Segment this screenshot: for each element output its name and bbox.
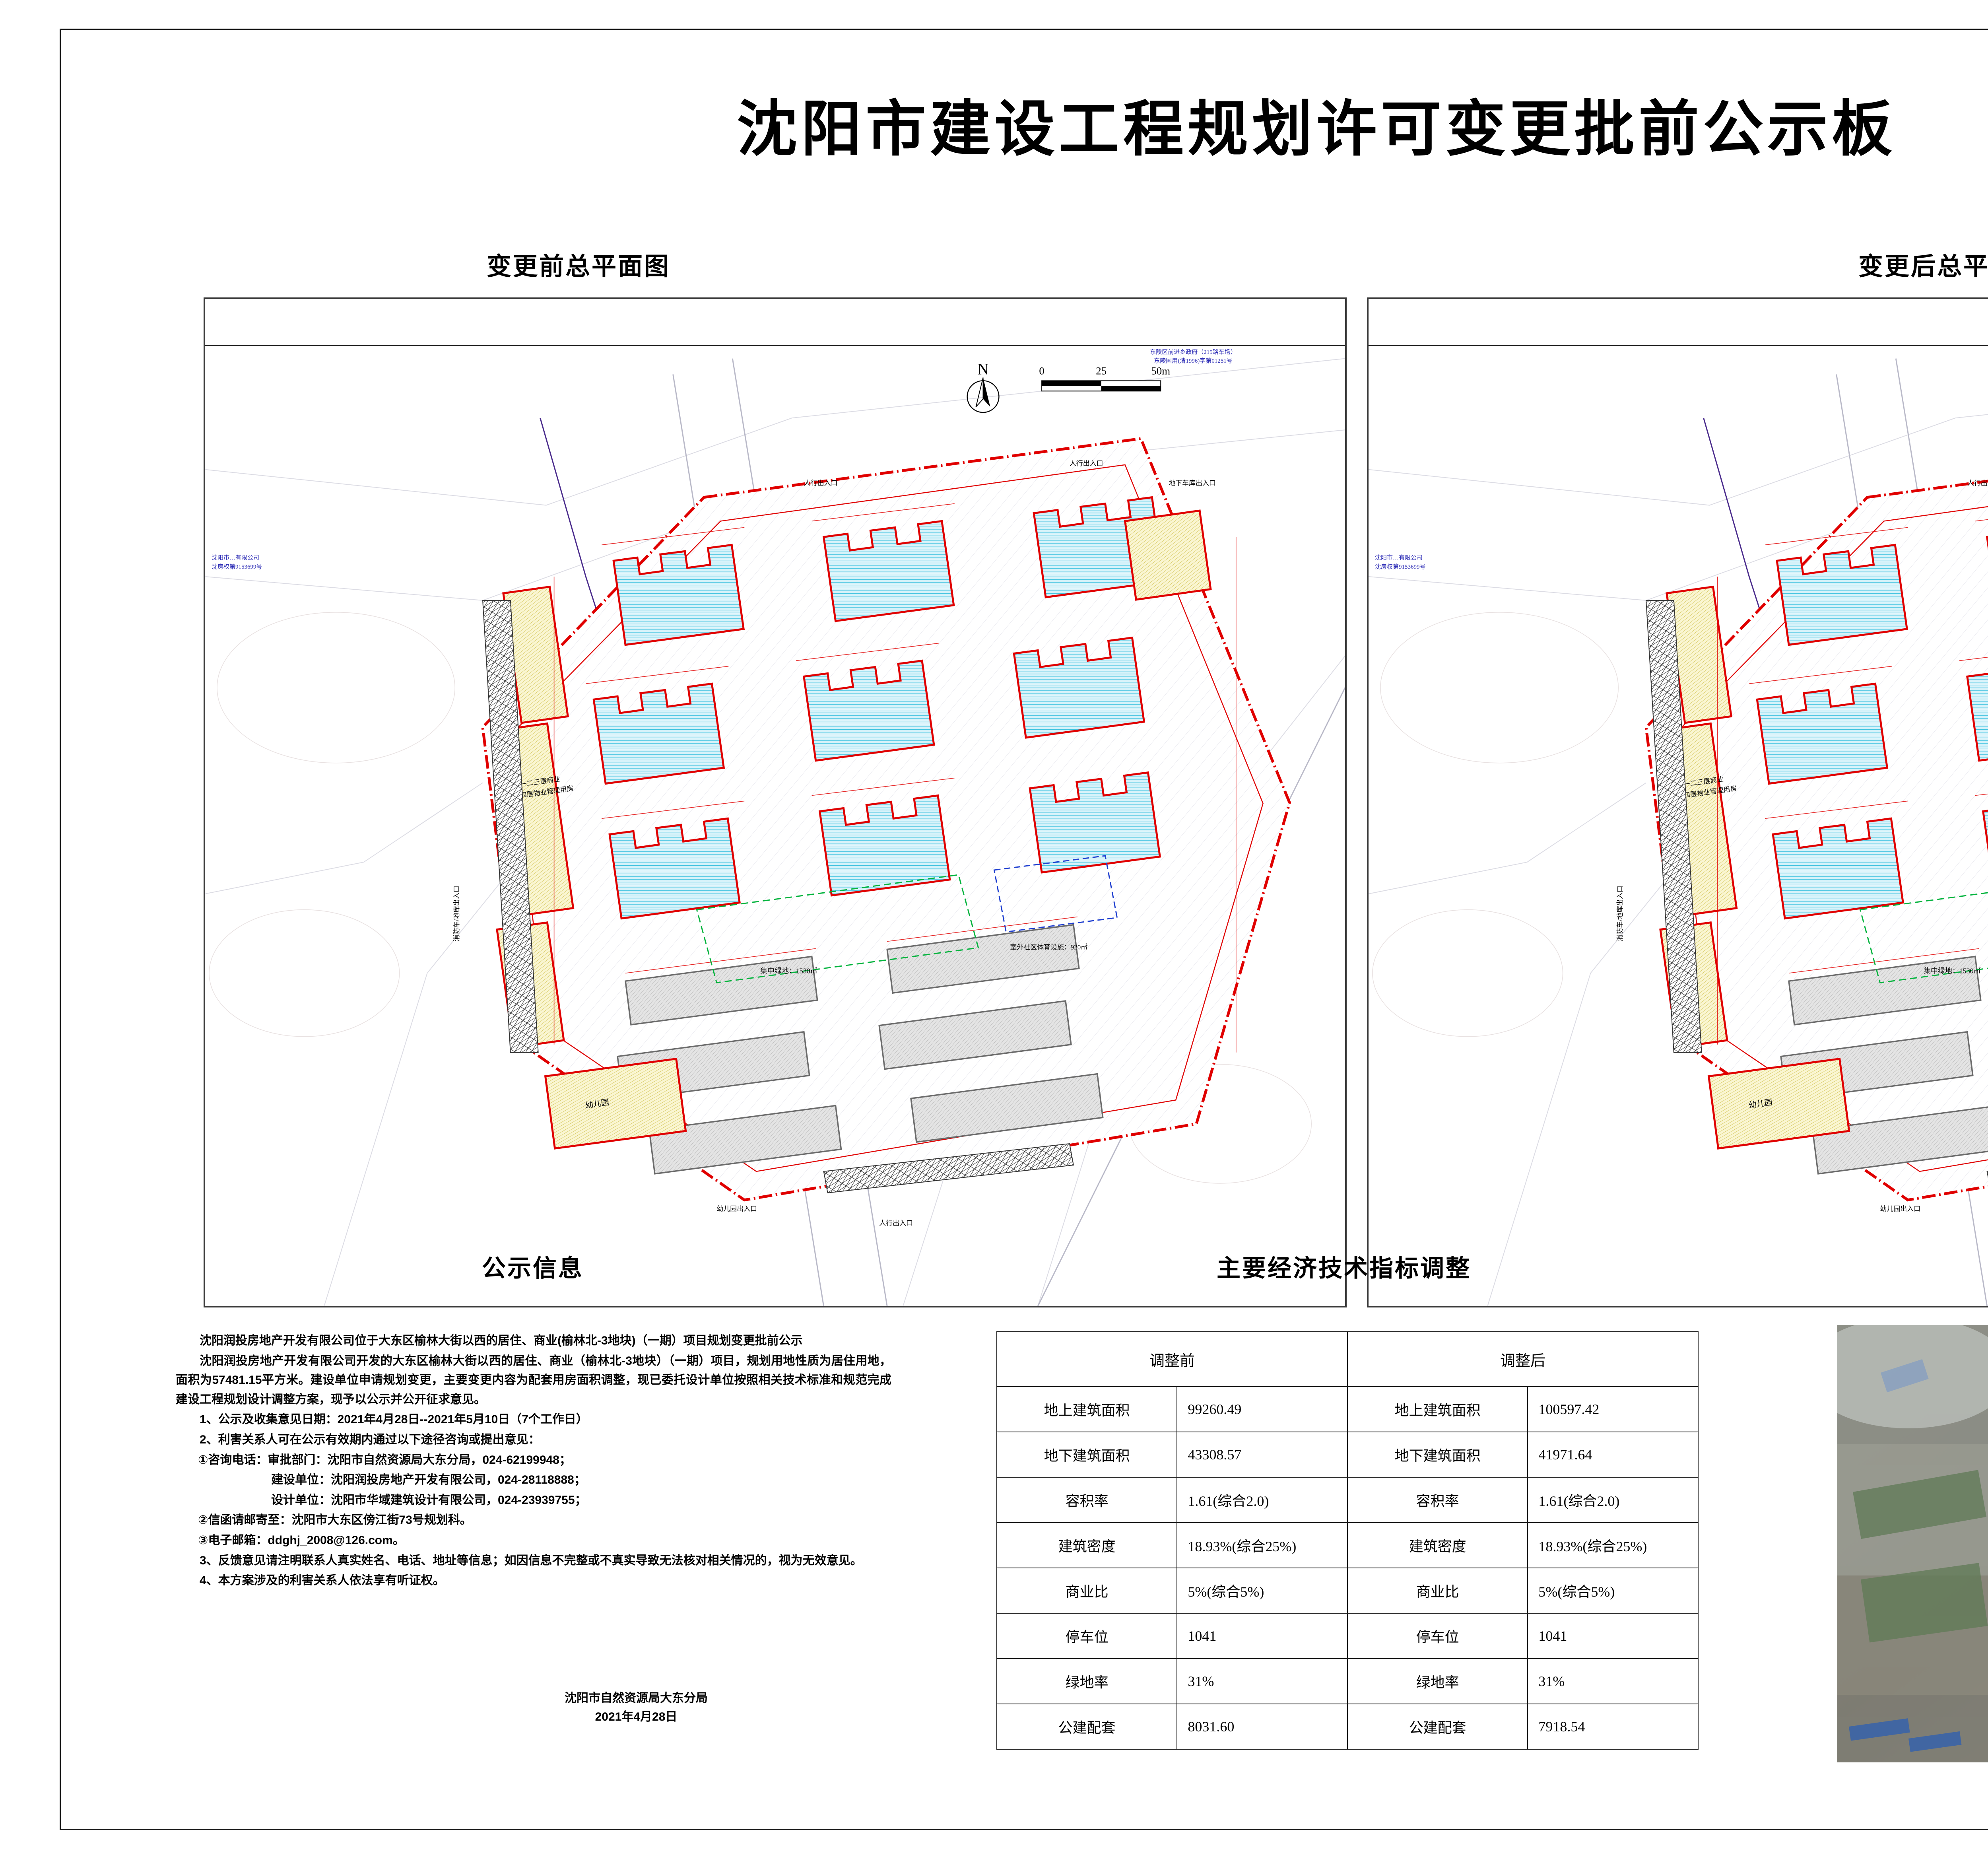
row-value-before: 1.61(综合2.0) <box>1176 1477 1348 1523</box>
table-header-row: 调整前 调整后 <box>996 1331 1699 1387</box>
row-label-before: 停车位 <box>996 1613 1178 1659</box>
plan-header-strip <box>1369 299 1988 346</box>
row-value-after: 1.61(综合2.0) <box>1527 1477 1699 1523</box>
page-title: 沈阳市建设工程规划许可变更批前公示板 <box>737 96 1896 163</box>
notice-paragraph: 3、反馈意见请注明联系人真实姓名、电话、地址等信息；如因信息不完整或不真实导致无… <box>200 1554 862 1567</box>
svg-text:人行出入口: 人行出入口 <box>804 480 838 487</box>
notice-paragraph: 建设单位：沈阳润投房地产开发有限公司，024-28118888； <box>271 1473 586 1487</box>
notice-section-heading: 公示信息 <box>482 1255 584 1282</box>
row-label-after: 绿地率 <box>1347 1658 1528 1704</box>
cad-annotation-left: 沈阳市…有限公司沈房权第9153699号 <box>212 555 262 570</box>
row-label-after: 地上建筑面积 <box>1347 1386 1528 1432</box>
svg-text:N: N <box>977 360 989 378</box>
site-plan-drawing-before: 一二三层商业 四层物业管理用房 <box>205 358 1345 1306</box>
svg-text:室外社区体育设施：920㎡: 室外社区体育设施：920㎡ <box>1010 943 1087 951</box>
signature-date: 2021年4月28日 <box>595 1710 678 1723</box>
svg-text:幼儿园出入口: 幼儿园出入口 <box>716 1205 757 1213</box>
svg-text:50m: 50m <box>1151 365 1170 377</box>
row-label-before: 地上建筑面积 <box>996 1386 1178 1432</box>
svg-text:0: 0 <box>1039 365 1044 377</box>
svg-text:消防车/地库出入口: 消防车/地库出入口 <box>1616 886 1624 941</box>
svg-text:地下车库出入口: 地下车库出入口 <box>1169 480 1216 487</box>
notice-paragraph: ①咨询电话：审批部门：沈阳市自然资源局大东分局，024-62199948； <box>198 1453 571 1467</box>
notice-paragraph: ②信函请邮寄至：沈阳市大东区傍江街73号规划科。 <box>198 1513 472 1527</box>
cad-annotation-left: 沈阳市…有限公司沈房权第9153699号 <box>1375 555 1426 570</box>
row-label-after: 地下建筑面积 <box>1347 1432 1528 1478</box>
row-label-after: 容积率 <box>1347 1477 1528 1523</box>
row-value-after: 100597.42 <box>1527 1386 1699 1432</box>
notice-paragraph: 沈阳润投房地产开发有限公司位于大东区榆林大街以西的居住、商业(榆林北-3地块)（… <box>200 1334 803 1347</box>
row-value-before: 1041 <box>1176 1613 1348 1659</box>
sheet-border <box>60 29 1988 1830</box>
row-label-before: 地下建筑面积 <box>996 1432 1178 1478</box>
svg-text:25: 25 <box>1096 365 1107 377</box>
svg-text:人行出入口: 人行出入口 <box>879 1219 913 1227</box>
signature-organization: 沈阳市自然资源局大东分局 <box>565 1692 708 1705</box>
svg-text:集中绿地：1530㎡: 集中绿地：1530㎡ <box>1924 966 1981 975</box>
column-header-before: 调整前 <box>996 1331 1348 1387</box>
site-plan-before: 东陵区前进乡政府（219路车场）东陵国用(清1996)字第01251号 沈阳市…… <box>204 297 1347 1307</box>
row-label-before: 公建配套 <box>996 1704 1178 1750</box>
aerial-rendering-image <box>1837 1325 1988 1762</box>
row-label-before: 建筑密度 <box>996 1522 1178 1568</box>
row-value-after: 1041 <box>1527 1613 1699 1659</box>
plan-after-heading: 变更后总平面图 <box>1858 253 1988 280</box>
row-value-before: 18.93%(综合25%) <box>1176 1522 1348 1568</box>
svg-text:幼儿园出入口: 幼儿园出入口 <box>1880 1205 1920 1213</box>
row-value-after: 7918.54 <box>1527 1704 1699 1750</box>
svg-text:消防车/地库出入口: 消防车/地库出入口 <box>453 886 460 941</box>
svg-text:人行出入口: 人行出入口 <box>1070 460 1103 467</box>
notice-paragraph: 4、本方案涉及的利害关系人依法享有听证权。 <box>200 1574 445 1587</box>
plan-before-heading: 变更前总平面图 <box>486 253 670 280</box>
notice-paragraph: ③电子邮箱：ddghj_2008@126.com。 <box>198 1533 405 1547</box>
plan-header-strip <box>205 299 1345 346</box>
row-value-before: 31% <box>1176 1658 1348 1704</box>
notice-paragraph: 1、公示及收集意见日期：2021年4月28日--2021年5月10日（7个工作日… <box>200 1413 588 1426</box>
row-label-after: 公建配套 <box>1347 1704 1528 1750</box>
cad-annotation-topright: 东陵区前进乡政府（219路车场）东陵国用(清1996)字第01251号 <box>1150 349 1237 364</box>
row-value-after: 18.93%(综合25%) <box>1527 1522 1699 1568</box>
site-plan-drawing-after: 一二三层商业 四层物业管理用房 幼儿园 集中绿地：1530㎡ <box>1369 358 1988 1306</box>
notice-paragraph: 沈阳润投房地产开发有限公司开发的大东区榆林大街以西的居住、商业（榆林北-3地块）… <box>176 1354 891 1406</box>
notice-paragraph: 2、利害关系人可在公示有效期内通过以下途径咨询或提出意见： <box>200 1433 540 1446</box>
row-value-after: 5%(综合5%) <box>1527 1568 1699 1614</box>
row-value-before: 8031.60 <box>1176 1704 1348 1750</box>
row-label-after: 建筑密度 <box>1347 1522 1528 1568</box>
notice-signature: 沈阳市自然资源局大东分局 2021年4月28日 <box>485 1689 787 1726</box>
svg-text:集中绿地：1530㎡: 集中绿地：1530㎡ <box>760 966 817 975</box>
row-label-after: 停车位 <box>1347 1613 1528 1659</box>
row-value-after: 41971.64 <box>1527 1432 1699 1478</box>
column-header-after: 调整后 <box>1347 1331 1699 1387</box>
svg-text:人行出入口: 人行出入口 <box>1967 480 1988 487</box>
row-label-before: 商业比 <box>996 1568 1178 1614</box>
metrics-section-heading: 主要经济技术指标调整 <box>1217 1255 1471 1282</box>
row-label-after: 商业比 <box>1347 1568 1528 1614</box>
row-value-before: 43308.57 <box>1176 1432 1348 1478</box>
row-label-before: 绿地率 <box>996 1658 1178 1704</box>
row-label-before: 容积率 <box>996 1477 1178 1523</box>
aerial-section-heading: 调整后鸟瞰图 <box>1781 1253 1988 1276</box>
row-value-before: 99260.49 <box>1176 1386 1348 1432</box>
notice-text-body: 沈阳润投房地产开发有限公司位于大东区榆林大街以西的居住、商业(榆林北-3地块)（… <box>176 1331 891 1591</box>
row-value-before: 5%(综合5%) <box>1176 1568 1348 1614</box>
row-value-after: 31% <box>1527 1658 1699 1704</box>
site-plan-after: 东陵区前进乡政府（219路车场）东陵国用(清1996)字第01251号 沈阳市…… <box>1367 297 1988 1307</box>
notice-paragraph: 设计单位：沈阳市华域建筑设计有限公司，024-23939755； <box>271 1493 587 1507</box>
